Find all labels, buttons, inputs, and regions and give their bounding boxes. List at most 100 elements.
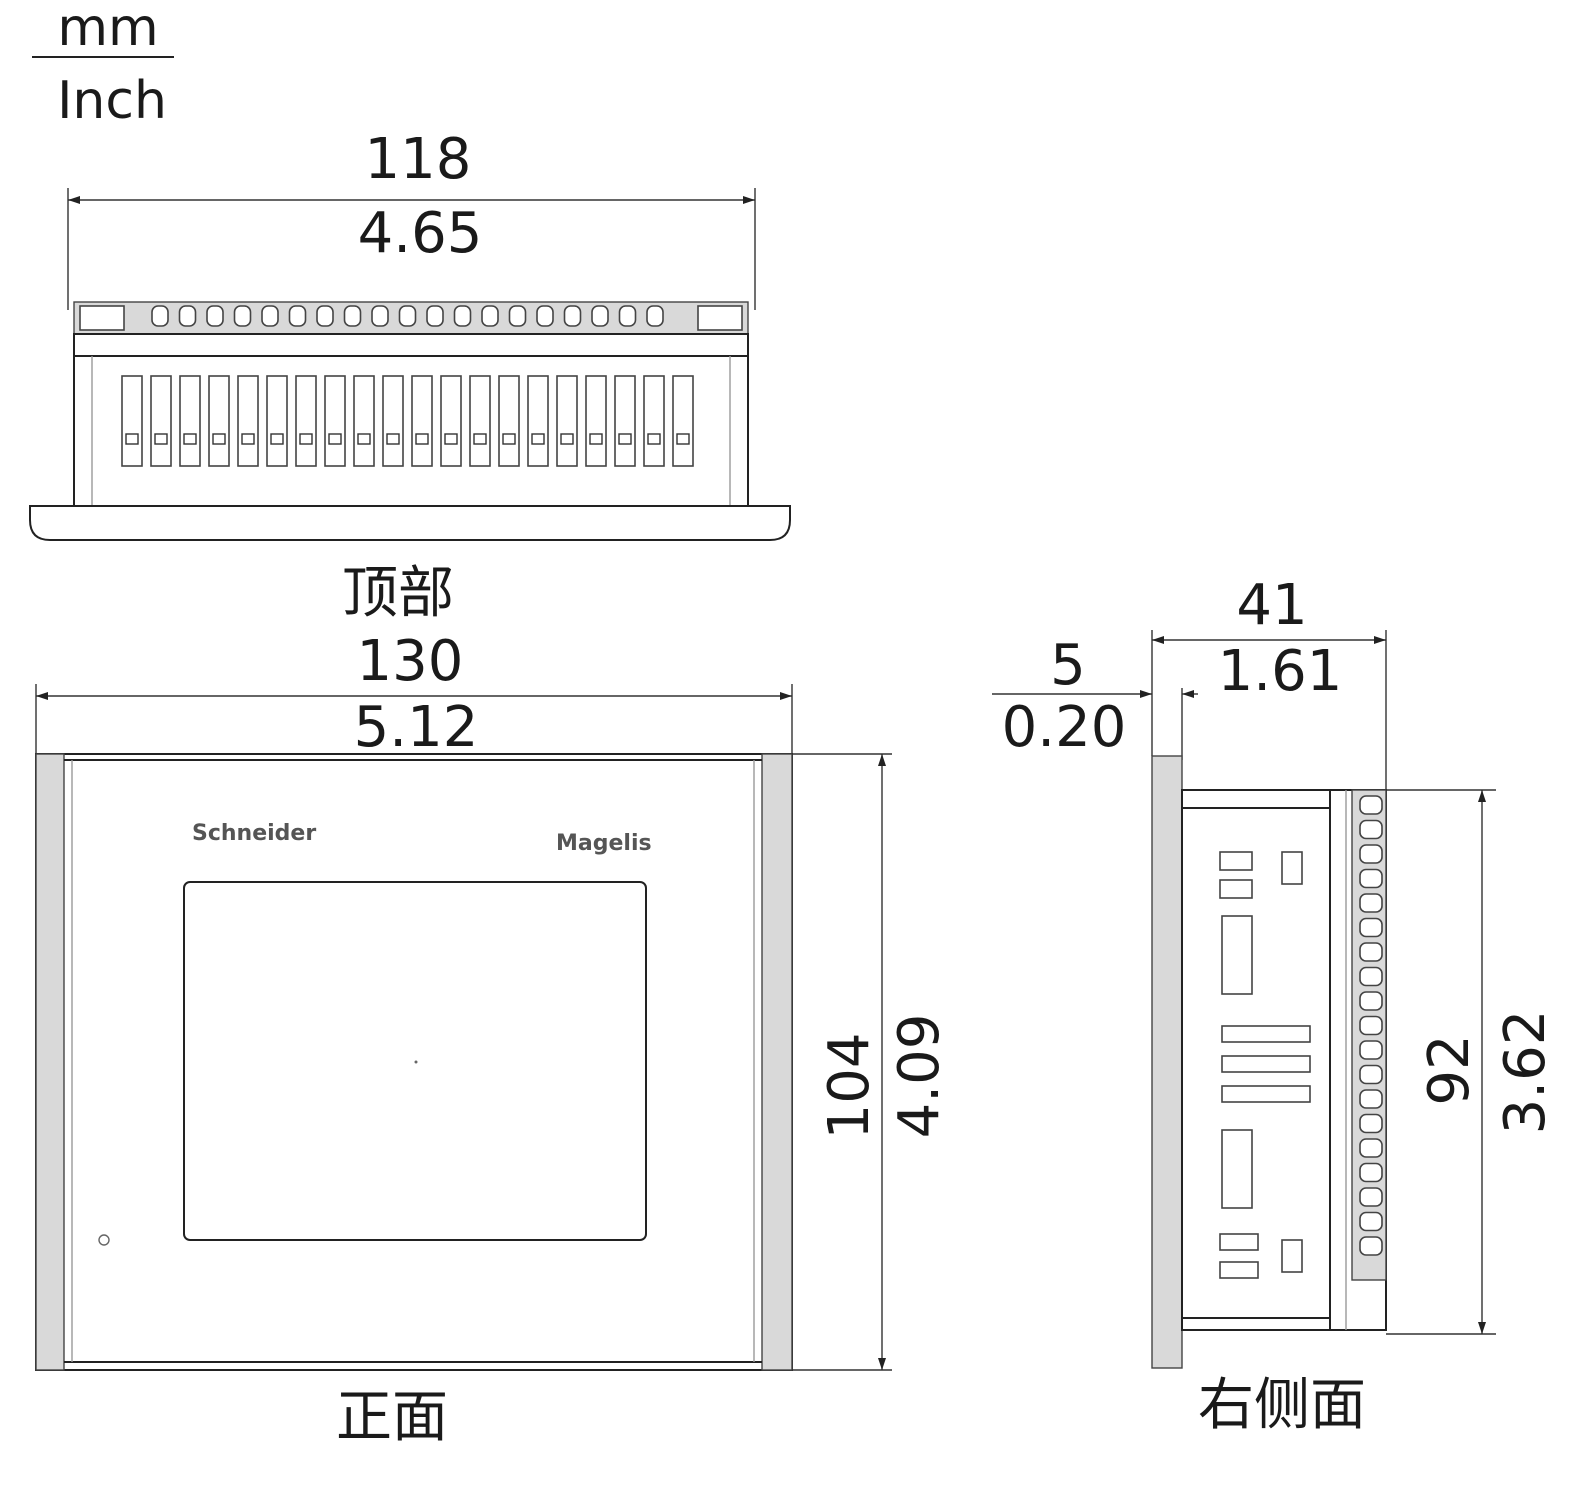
- front-width-in: 5.12: [354, 695, 479, 760]
- slot-mark: [299, 433, 313, 445]
- connector-pin: [1359, 966, 1383, 987]
- connector-pin: [1359, 1236, 1383, 1256]
- connector-pin: [536, 305, 554, 327]
- side-height-mm: 92: [1417, 1034, 1482, 1105]
- connector-pin: [1359, 917, 1383, 938]
- vent-slot: [266, 375, 288, 467]
- connector-pin: [178, 305, 197, 327]
- connector-pin: [1359, 1138, 1383, 1158]
- connector-pin: [1359, 1089, 1383, 1109]
- front-view-label: 正面: [336, 1385, 448, 1450]
- connector-pin: [398, 305, 417, 327]
- top-width-in: 4.65: [358, 201, 483, 266]
- slot-mark: [676, 433, 690, 445]
- vent-slot: [527, 375, 549, 467]
- top-device-outline: [29, 301, 791, 541]
- connector-pin: [343, 305, 362, 327]
- side-view: 41 1.61 5 0.20: [992, 573, 1558, 1438]
- vent-slot: [672, 375, 694, 467]
- slot-mark: [183, 433, 197, 445]
- connector-pin: [288, 305, 307, 327]
- connector-pin: [1359, 893, 1383, 913]
- vent-slot: [614, 375, 636, 467]
- vent-slot: [295, 375, 317, 467]
- slot-mark: [125, 433, 139, 445]
- vent-slot: [498, 375, 520, 467]
- top-width-mm: 118: [365, 127, 472, 192]
- side-depth-mm: 41: [1236, 573, 1307, 638]
- slot-mark: [154, 433, 168, 445]
- connector-pin: [646, 305, 664, 327]
- vent-slot: [643, 375, 665, 467]
- connector-pin: [591, 305, 609, 327]
- vent-slot: [179, 375, 201, 467]
- connector-pin: [1359, 1187, 1383, 1207]
- vent-slot: [121, 375, 143, 467]
- connector-pin: [1359, 1113, 1383, 1134]
- side-depth-dimension: 41 1.61: [1151, 573, 1387, 790]
- front-view: 130 5.12 Schneider Magelis: [35, 629, 952, 1450]
- connector-pin: [1359, 942, 1383, 962]
- connector-pin: [563, 305, 582, 327]
- front-width-mm: 130: [357, 629, 464, 694]
- connector-pin: [1359, 795, 1383, 815]
- connector-pin: [508, 305, 527, 327]
- vent-slot: [150, 375, 172, 467]
- slot-mark: [647, 433, 661, 445]
- vent-slot: [440, 375, 462, 467]
- connector-pin: [151, 305, 169, 327]
- connector-pin: [206, 305, 224, 327]
- front-height-in: 4.09: [887, 1014, 952, 1139]
- front-height-dimension: 104 4.09: [792, 753, 952, 1371]
- connector-pin: [316, 305, 334, 327]
- front-width-dimension: 130 5.12: [35, 629, 793, 760]
- slot-mark: [444, 433, 458, 445]
- slot-mark: [357, 433, 371, 445]
- connector-pin: [1359, 819, 1383, 840]
- vent-slot: [353, 375, 375, 467]
- connector-pin: [1359, 991, 1383, 1011]
- unit-inch: Inch: [57, 71, 167, 131]
- side-height-dimension: 92 3.62: [1386, 789, 1558, 1335]
- side-view-label: 右侧面: [1198, 1373, 1366, 1438]
- connector-pin: [1359, 1040, 1383, 1060]
- slot-mark: [502, 433, 516, 445]
- vent-slot: [469, 375, 491, 467]
- slot-mark: [531, 433, 545, 445]
- slot-mark: [560, 433, 574, 445]
- vent-slot: [208, 375, 230, 467]
- connector-pin: [1359, 844, 1383, 864]
- unit-mm: mm: [57, 0, 158, 58]
- side-bezel-in: 0.20: [1002, 695, 1127, 760]
- slot-mark: [270, 433, 284, 445]
- top-width-dimension: 118 4.65: [67, 127, 756, 310]
- top-view-label: 顶部: [342, 561, 454, 626]
- side-device-outline: [1151, 755, 1387, 1369]
- slot-mark: [473, 433, 487, 445]
- front-height-mm: 104: [817, 1033, 882, 1140]
- connector-pin: [371, 305, 389, 327]
- connector-pin: [1359, 1211, 1383, 1232]
- slot-mark: [589, 433, 603, 445]
- display-screen: [183, 881, 647, 1241]
- connector-pin: [453, 305, 472, 327]
- status-led-icon: [98, 1234, 110, 1246]
- unit-legend: mm Inch: [32, 0, 174, 131]
- connector-pin: [233, 305, 252, 327]
- side-height-in: 3.62: [1493, 1010, 1558, 1135]
- side-bezel-dimension: 5 0.20: [992, 633, 1198, 760]
- top-view: 118 4.65 顶部: [29, 127, 791, 626]
- vent-slot: [382, 375, 404, 467]
- connector-pin: [1359, 1015, 1383, 1036]
- connector-pin: [1359, 868, 1383, 889]
- side-depth-in: 1.61: [1218, 639, 1343, 704]
- vent-slot: [324, 375, 346, 467]
- vent-slot: [585, 375, 607, 467]
- vent-slot: [237, 375, 259, 467]
- front-device-outline: Schneider Magelis: [35, 753, 793, 1371]
- connector-pin: [1359, 1064, 1383, 1085]
- slot-mark: [618, 433, 632, 445]
- connector-pin: [426, 305, 444, 327]
- brand-logo-left: Schneider: [192, 821, 316, 846]
